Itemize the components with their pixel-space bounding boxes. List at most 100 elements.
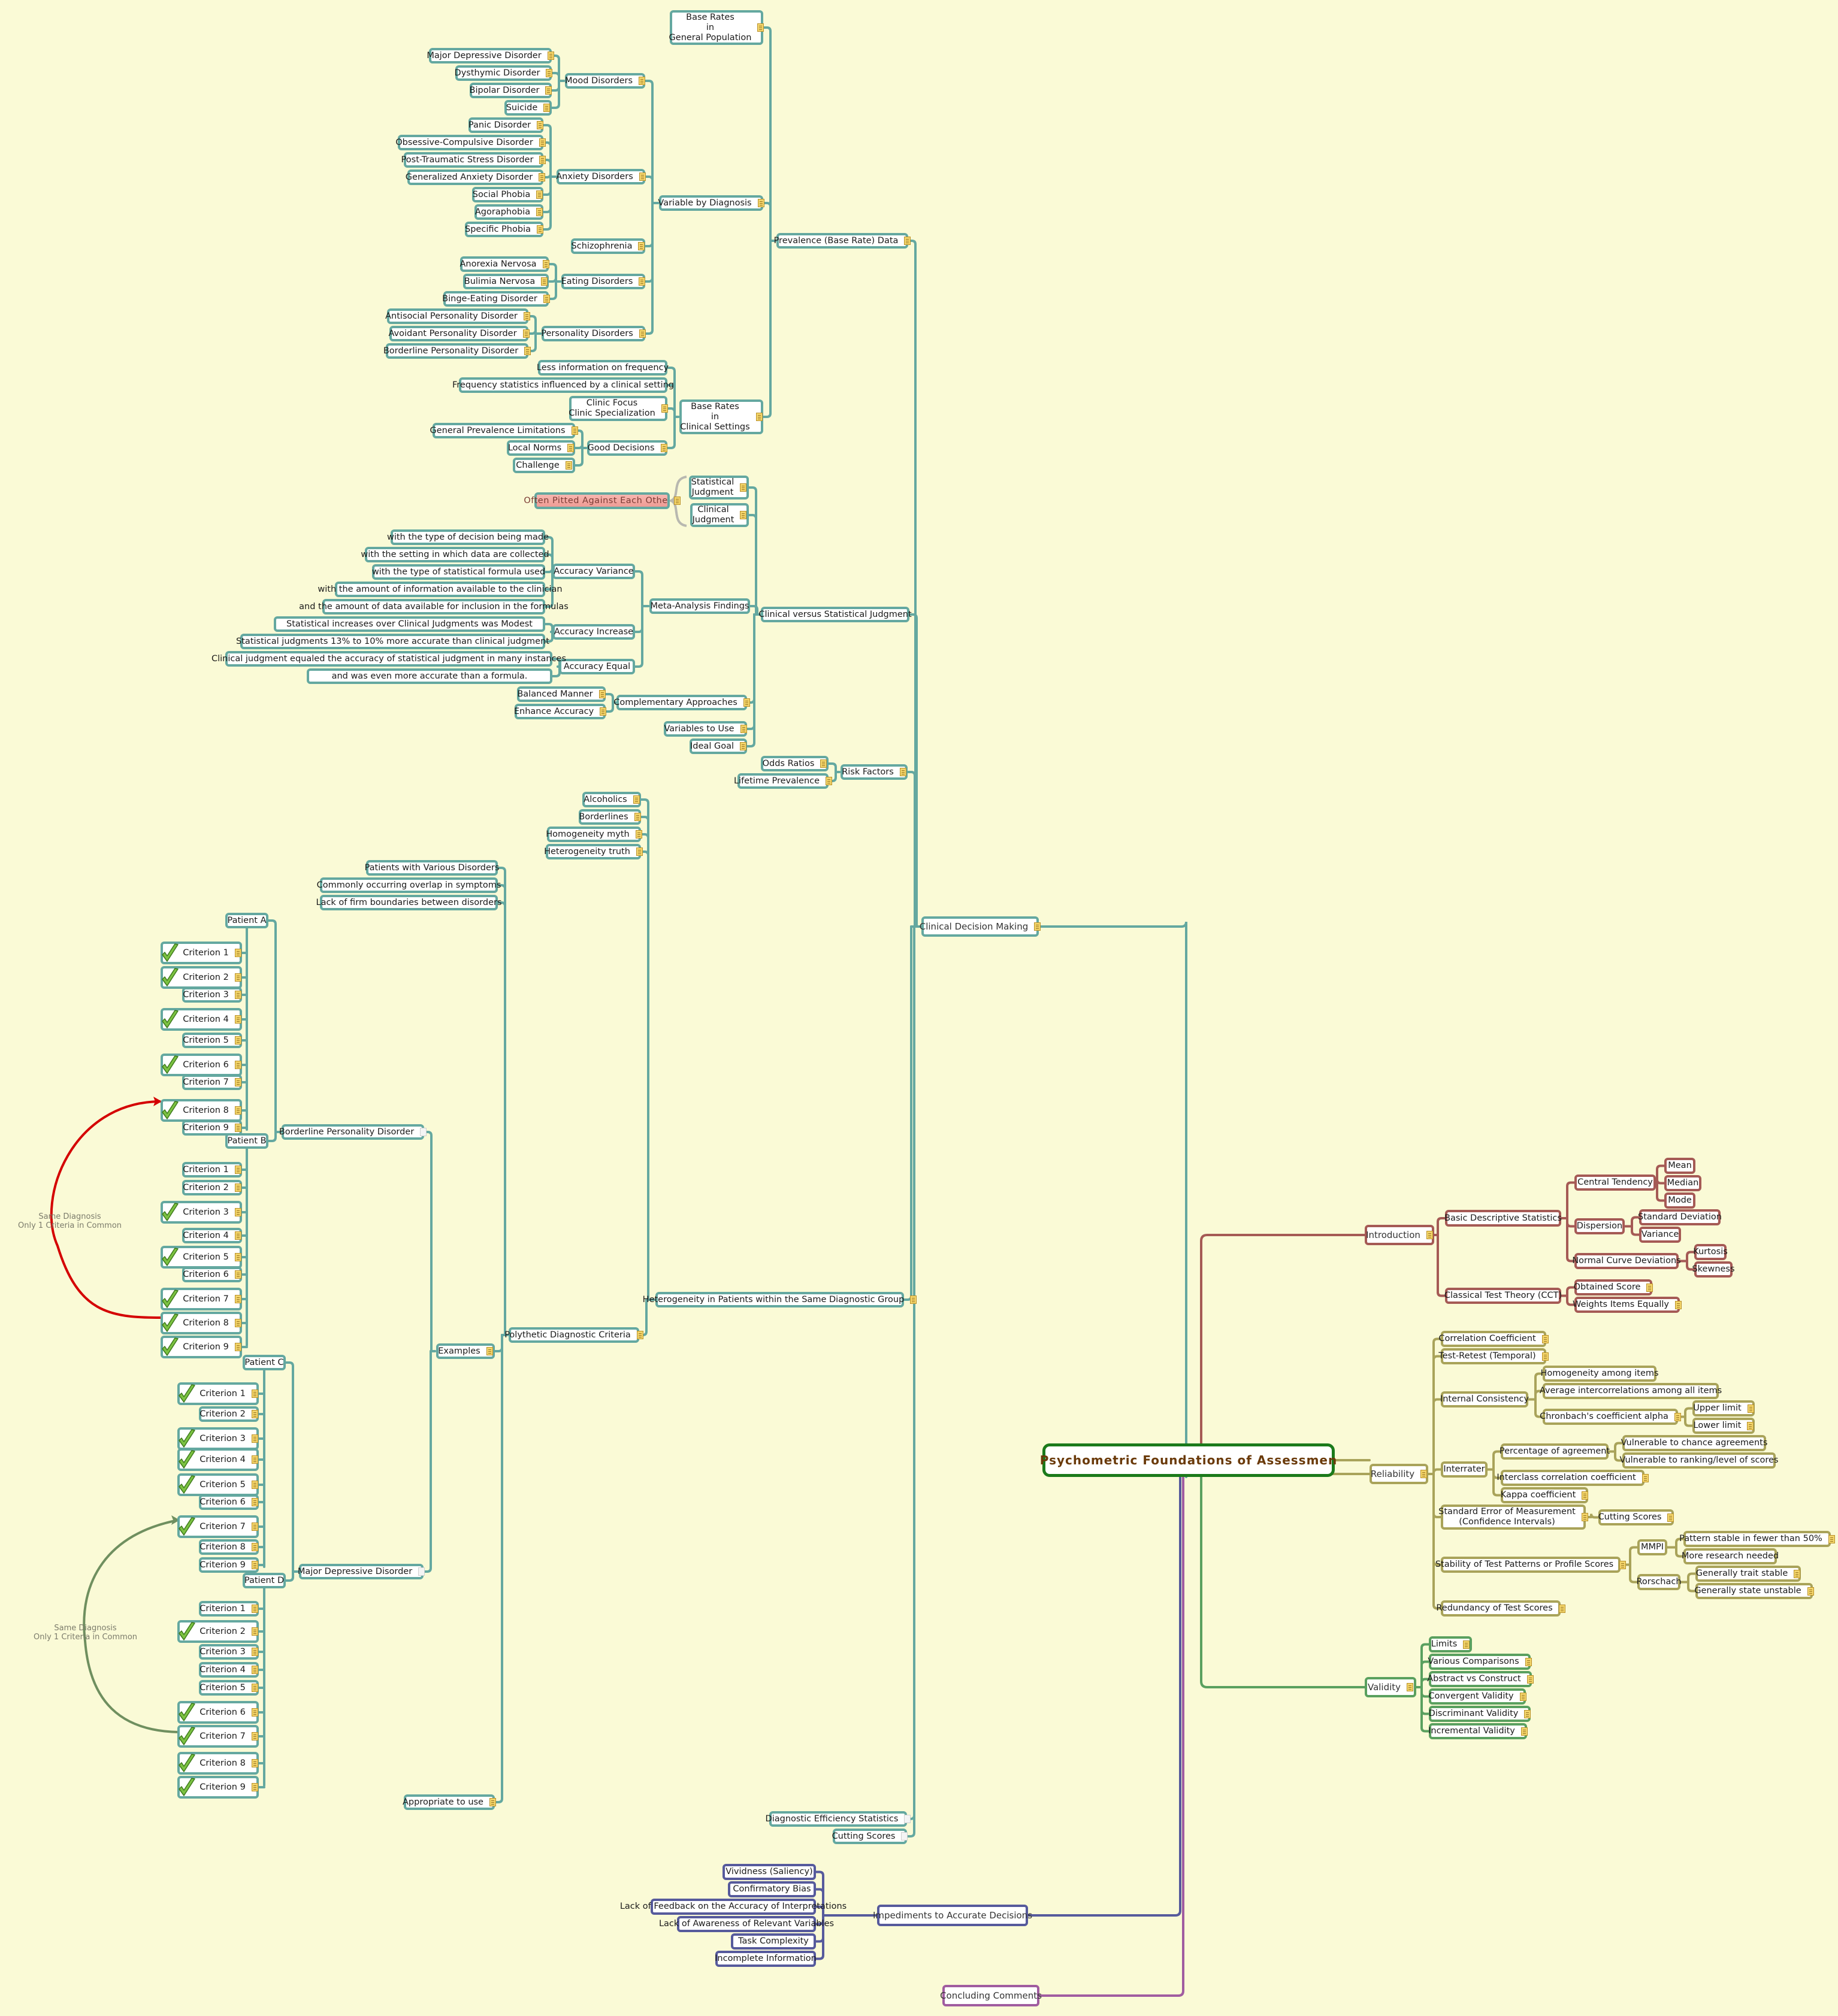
note-icon[interactable] xyxy=(757,199,764,207)
node-with-the-type-of-decision-being-made[interactable]: with the type of decision being made xyxy=(387,529,549,545)
node-variables-to-use[interactable]: Variables to Use xyxy=(664,721,747,737)
note-icon[interactable] xyxy=(251,1561,258,1569)
note-icon[interactable] xyxy=(1524,1709,1531,1718)
note-icon[interactable] xyxy=(1426,1231,1433,1239)
node-suicide[interactable]: Suicide xyxy=(504,100,552,116)
node-examples[interactable]: Examples xyxy=(436,1343,495,1359)
note-icon[interactable] xyxy=(251,1759,258,1767)
relationship-label[interactable]: Same Diagnosis Only 1 Criteria in Common xyxy=(34,1624,138,1642)
node-personality-disorders[interactable]: Personality Disorders xyxy=(541,326,646,341)
node-redundancy-of-test-scores[interactable]: Redundancy of Test Scores xyxy=(1436,1600,1565,1617)
node-commonly-occurring-overlap-in-symptoms[interactable]: Commonly occurring overlap in symptoms xyxy=(317,877,501,893)
node-schizophrenia[interactable]: Schizophrenia xyxy=(571,238,645,254)
node-task-complexity[interactable]: Task Complexity xyxy=(731,1933,816,1950)
node-obtained-score[interactable]: Obtained Score xyxy=(1574,1279,1653,1295)
node-general-prevalence-limitations[interactable]: General Prevalence Limitations xyxy=(430,423,578,438)
note-icon[interactable] xyxy=(1541,1352,1549,1361)
node-confirmatory-bias[interactable]: Confirmatory Bias xyxy=(728,1881,816,1897)
note-icon[interactable] xyxy=(1747,1421,1754,1430)
note-icon[interactable] xyxy=(234,949,241,957)
node-binge-eating-disorder[interactable]: Binge-Eating Disorder xyxy=(442,291,550,307)
criterion-7[interactable]: Criterion 7 xyxy=(182,1074,242,1090)
node-mmpi[interactable]: MMPI xyxy=(1637,1539,1667,1555)
node-generally-trait-stable[interactable]: Generally trait stable xyxy=(1695,1566,1801,1582)
node-weights-items-equally[interactable]: Weights Items Equally xyxy=(1573,1297,1682,1313)
note-icon[interactable] xyxy=(743,698,750,707)
note-icon[interactable] xyxy=(251,1434,258,1443)
node-upper-limit[interactable]: Upper limit xyxy=(1692,1400,1755,1416)
node-homogeneity-myth[interactable]: Homogeneity myth xyxy=(546,827,642,842)
node-clinical-versus-statistical-judgment[interactable]: Clinical versus Statistical Judgment xyxy=(758,607,912,622)
note-icon[interactable] xyxy=(234,1270,241,1279)
criterion-4-checked[interactable]: Criterion 4 xyxy=(177,1448,259,1471)
node-correlation-coefficient[interactable]: Correlation Coefficient xyxy=(1438,1331,1549,1347)
node-prevalence-base-rate-data[interactable]: Prevalence (Base Rate) Data xyxy=(774,233,911,249)
criterion-6-checked[interactable]: Criterion 6 xyxy=(177,1701,259,1724)
note-icon[interactable] xyxy=(904,237,911,245)
note-icon[interactable] xyxy=(545,86,552,95)
node-mean[interactable]: Mean xyxy=(1664,1158,1695,1174)
note-icon[interactable] xyxy=(251,1481,258,1489)
note-icon[interactable] xyxy=(547,52,554,60)
node-variance[interactable]: Variance xyxy=(1639,1227,1681,1243)
note-icon[interactable] xyxy=(598,690,606,698)
criterion-6[interactable]: Criterion 6 xyxy=(199,1494,259,1510)
node-clinical-judgment-equaled-the-accuracy-of-statistical-judgment-in-many-instances[interactable]: Clinical judgment equaled the accuracy o… xyxy=(211,651,566,667)
node-lack-of-firm-boundaries-between-disorders[interactable]: Lack of firm boundaries between disorder… xyxy=(316,895,502,910)
node-accuracy-variance[interactable]: Accuracy Variance xyxy=(552,564,635,579)
empty-note-icon[interactable] xyxy=(418,1567,425,1576)
note-icon[interactable] xyxy=(546,69,553,77)
note-icon[interactable] xyxy=(541,277,548,286)
criterion-4[interactable]: Criterion 4 xyxy=(199,1662,259,1678)
node-post-traumatic-stress-disorder[interactable]: Post-Traumatic Stress Disorder xyxy=(401,152,546,168)
note-icon[interactable] xyxy=(661,404,668,413)
note-icon[interactable] xyxy=(1558,1604,1565,1613)
note-icon[interactable] xyxy=(523,312,530,320)
note-icon[interactable] xyxy=(1619,1560,1627,1569)
node-agoraphobia[interactable]: Agoraphobia xyxy=(474,204,543,220)
note-icon[interactable] xyxy=(234,1295,241,1303)
note-icon[interactable] xyxy=(234,973,241,982)
node-antisocial-personality-disorder[interactable]: Antisocial Personality Disorder xyxy=(385,308,530,324)
criterion-8-checked[interactable]: Criterion 8 xyxy=(161,1099,242,1122)
node-patient-b[interactable]: Patient B xyxy=(225,1133,268,1149)
node-abstract-vs-construct[interactable]: Abstract vs Construct xyxy=(1427,1671,1534,1687)
node-dispersion[interactable]: Dispersion xyxy=(1574,1218,1625,1234)
node-major-depressive-disorder[interactable]: Major Depressive Disorder xyxy=(427,48,554,63)
node-test-retest-temporal[interactable]: Test-Retest (Temporal) xyxy=(1438,1348,1549,1364)
criterion-5-checked[interactable]: Criterion 5 xyxy=(161,1246,242,1269)
note-icon[interactable] xyxy=(543,104,551,112)
node-normal-curve-deviations[interactable]: Normal Curve Deviations xyxy=(1572,1253,1681,1269)
node-borderlines[interactable]: Borderlines xyxy=(579,809,641,825)
note-icon[interactable] xyxy=(251,1498,258,1506)
node-statistical-increases-over-clinical-judgments-was-modest[interactable]: Statistical increases over Clinical Judg… xyxy=(274,616,545,632)
note-icon[interactable] xyxy=(539,173,546,181)
note-icon[interactable] xyxy=(1407,1683,1414,1691)
node-rorschach[interactable]: Rorschach xyxy=(1636,1574,1682,1590)
note-icon[interactable] xyxy=(1828,1534,1835,1543)
note-icon[interactable] xyxy=(1541,1334,1549,1343)
note-icon[interactable] xyxy=(1526,1675,1534,1684)
node-kurtosis[interactable]: Kurtosis xyxy=(1693,1244,1728,1260)
note-icon[interactable] xyxy=(757,23,764,32)
node-skewness[interactable]: Skewness xyxy=(1692,1261,1735,1278)
node-average-intercorrelations-among-all-items[interactable]: Average intercorrelations among all item… xyxy=(1540,1383,1722,1399)
criterion-5-checked[interactable]: Criterion 5 xyxy=(177,1473,259,1496)
node-percentage-of-agreement[interactable]: Percentage of agreement xyxy=(1500,1443,1610,1460)
criterion-9-checked[interactable]: Criterion 9 xyxy=(177,1776,259,1799)
note-icon[interactable] xyxy=(660,444,667,452)
node-risk-factors[interactable]: Risk Factors xyxy=(841,764,908,780)
note-icon[interactable] xyxy=(234,1231,241,1240)
node-clinic-focus-clinic-specialization[interactable]: Clinic Focus Clinic Specialization xyxy=(569,396,668,421)
node-patient-d[interactable]: Patient D xyxy=(243,1573,286,1588)
node-polythetic-diagnostic-criteria[interactable]: Polythetic Diagnostic Criteria xyxy=(504,1327,643,1343)
note-icon[interactable] xyxy=(639,329,646,338)
node-discriminant-validity[interactable]: Discriminant Validity xyxy=(1429,1706,1531,1722)
node-panic-disorder[interactable]: Panic Disorder xyxy=(468,117,544,133)
note-icon[interactable] xyxy=(234,991,241,999)
criterion-6-checked[interactable]: Criterion 6 xyxy=(161,1054,242,1076)
note-icon[interactable] xyxy=(234,1166,241,1174)
node-and-the-amount-of-data-available-for-inclusion-in-the-formulas[interactable]: and the amount of data available for inc… xyxy=(299,599,569,615)
note-icon[interactable] xyxy=(1667,1513,1674,1522)
node-standard-error-of-measurement-confidence-intervals[interactable]: Standard Error of Measurement (Confidenc… xyxy=(1438,1505,1588,1530)
